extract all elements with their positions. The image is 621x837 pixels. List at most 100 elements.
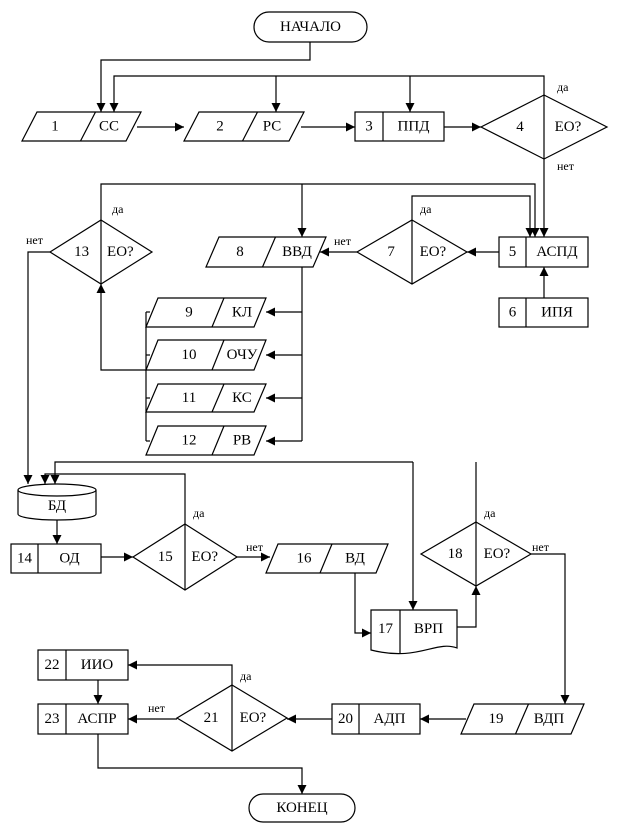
block-19-label: ВДП — [534, 711, 565, 727]
block-3-number: 3 — [365, 119, 373, 135]
block-2-io-shape — [183, 111, 305, 142]
branch-label-d15-yes: да — [193, 506, 205, 520]
block-11-number: 11 — [182, 390, 196, 406]
block-8-io-shape — [205, 236, 327, 268]
branch-label-d7-no: нет — [334, 234, 352, 248]
branch-label-d21-no: нет — [148, 701, 166, 715]
block-12-label: РВ — [233, 433, 251, 449]
block-18-number: 18 — [448, 546, 463, 562]
block-2-label: РС — [263, 119, 282, 135]
block-23-number: 23 — [45, 711, 60, 727]
block-1-io-shape — [21, 111, 142, 142]
block-12-divider — [211, 425, 225, 456]
block-23-label: АСПР — [77, 711, 116, 727]
block-9-label: КЛ — [232, 305, 252, 321]
block-4-number: 4 — [516, 119, 524, 135]
block-3-label: ППД — [398, 119, 430, 135]
flow-top-bus — [50, 461, 413, 484]
block-16-label: ВД — [345, 551, 365, 567]
block-14-label: ОД — [59, 551, 79, 567]
block-1-number: 1 — [51, 119, 59, 135]
branch-label-d18-no: нет — [532, 540, 550, 554]
block-14-number: 14 — [17, 551, 33, 567]
flow-21-yes-to-22 — [128, 660, 233, 685]
start-terminal-shape — [253, 11, 368, 43]
block-8-label: ВВД — [282, 244, 312, 260]
start-terminal-label: НАЧАЛО — [280, 19, 341, 35]
flow-stack-to-13 — [96, 284, 146, 371]
block-7-label: ЕО? — [420, 244, 447, 260]
branch-label-d15-no: нет — [246, 540, 264, 554]
block-13-number: 13 — [74, 244, 89, 260]
block-18-label: ЕО? — [484, 546, 511, 562]
connector-layer — [23, 42, 570, 794]
block-11-divider — [211, 383, 225, 413]
block-9-divider — [211, 297, 225, 328]
branch-label-d7-yes: да — [420, 202, 432, 216]
flow-17-to-18 — [457, 586, 481, 628]
branch-label-d13-yes: да — [112, 202, 124, 216]
block-1-label: СС — [99, 119, 119, 135]
block-8-divider — [261, 236, 277, 268]
block-11-io-shape — [145, 383, 267, 413]
block-6-process-shape — [498, 297, 589, 328]
block-7-number: 7 — [387, 244, 395, 260]
block-10-number: 10 — [182, 347, 197, 363]
block-9-io-shape — [145, 297, 267, 328]
flow-7-yes-to-5 — [411, 195, 535, 237]
block-20-label: АДП — [374, 711, 406, 727]
shape-layer — [10, 11, 609, 823]
end-terminal-shape — [248, 793, 356, 823]
block-2-divider — [241, 111, 259, 142]
flow-18-no-to-19 — [531, 553, 570, 704]
block-23-process-shape — [37, 703, 129, 735]
flow-start-to-1 — [96, 42, 311, 112]
block-19-number: 19 — [489, 711, 504, 727]
block-19-divider — [514, 703, 530, 735]
block-2-number: 2 — [216, 119, 224, 135]
block-3-process-shape — [354, 111, 445, 142]
database-rim — [17, 489, 97, 497]
block-9-number: 9 — [185, 305, 193, 321]
block-14-process-shape — [10, 543, 102, 574]
block-17-document-shape — [370, 609, 458, 655]
branch-label-d4-yes: да — [557, 80, 569, 94]
branch-label-d21-yes: да — [240, 669, 252, 683]
block-1-divider — [79, 111, 97, 142]
block-22-number: 22 — [45, 657, 60, 673]
database-shape — [17, 483, 97, 521]
branch-label-d18-yes: да — [484, 506, 496, 520]
block-8-number: 8 — [236, 244, 244, 260]
block-21-number: 21 — [204, 710, 219, 726]
branch-label-d13-no: нет — [26, 233, 44, 247]
block-20-number: 20 — [338, 711, 353, 727]
block-6-number: 6 — [509, 305, 517, 321]
block-10-io-shape — [145, 339, 267, 371]
block-5-label: АСПД — [536, 244, 577, 260]
database-label: БД — [48, 498, 66, 514]
block-22-label: ИИО — [81, 657, 114, 673]
block-21-label: ЕО? — [240, 710, 267, 726]
block-12-number: 12 — [182, 433, 197, 449]
block-5-process-shape — [498, 236, 589, 268]
block-17-label: ВРП — [414, 621, 443, 637]
flow-13-yes-loop — [100, 183, 540, 237]
branch-label-d4-no: нет — [557, 159, 575, 173]
block-16-number: 16 — [297, 551, 313, 567]
flow-13-no-to-db — [23, 251, 50, 484]
block-6-label: ИПЯ — [541, 305, 573, 321]
flow-4-yes-loop — [109, 75, 545, 112]
block-15-label: ЕО? — [191, 549, 218, 565]
block-17-number: 17 — [378, 621, 394, 637]
block-10-divider — [211, 339, 225, 371]
flow-16-to-17 — [354, 573, 371, 638]
end-terminal-label: КОНЕЦ — [276, 800, 327, 816]
block-13-label: ЕО? — [107, 244, 134, 260]
block-20-process-shape — [331, 703, 421, 735]
block-10-label: ОЧУ — [227, 347, 258, 363]
block-16-divider — [319, 543, 333, 574]
block-16-io-shape — [265, 543, 389, 574]
block-22-process-shape — [37, 649, 129, 681]
